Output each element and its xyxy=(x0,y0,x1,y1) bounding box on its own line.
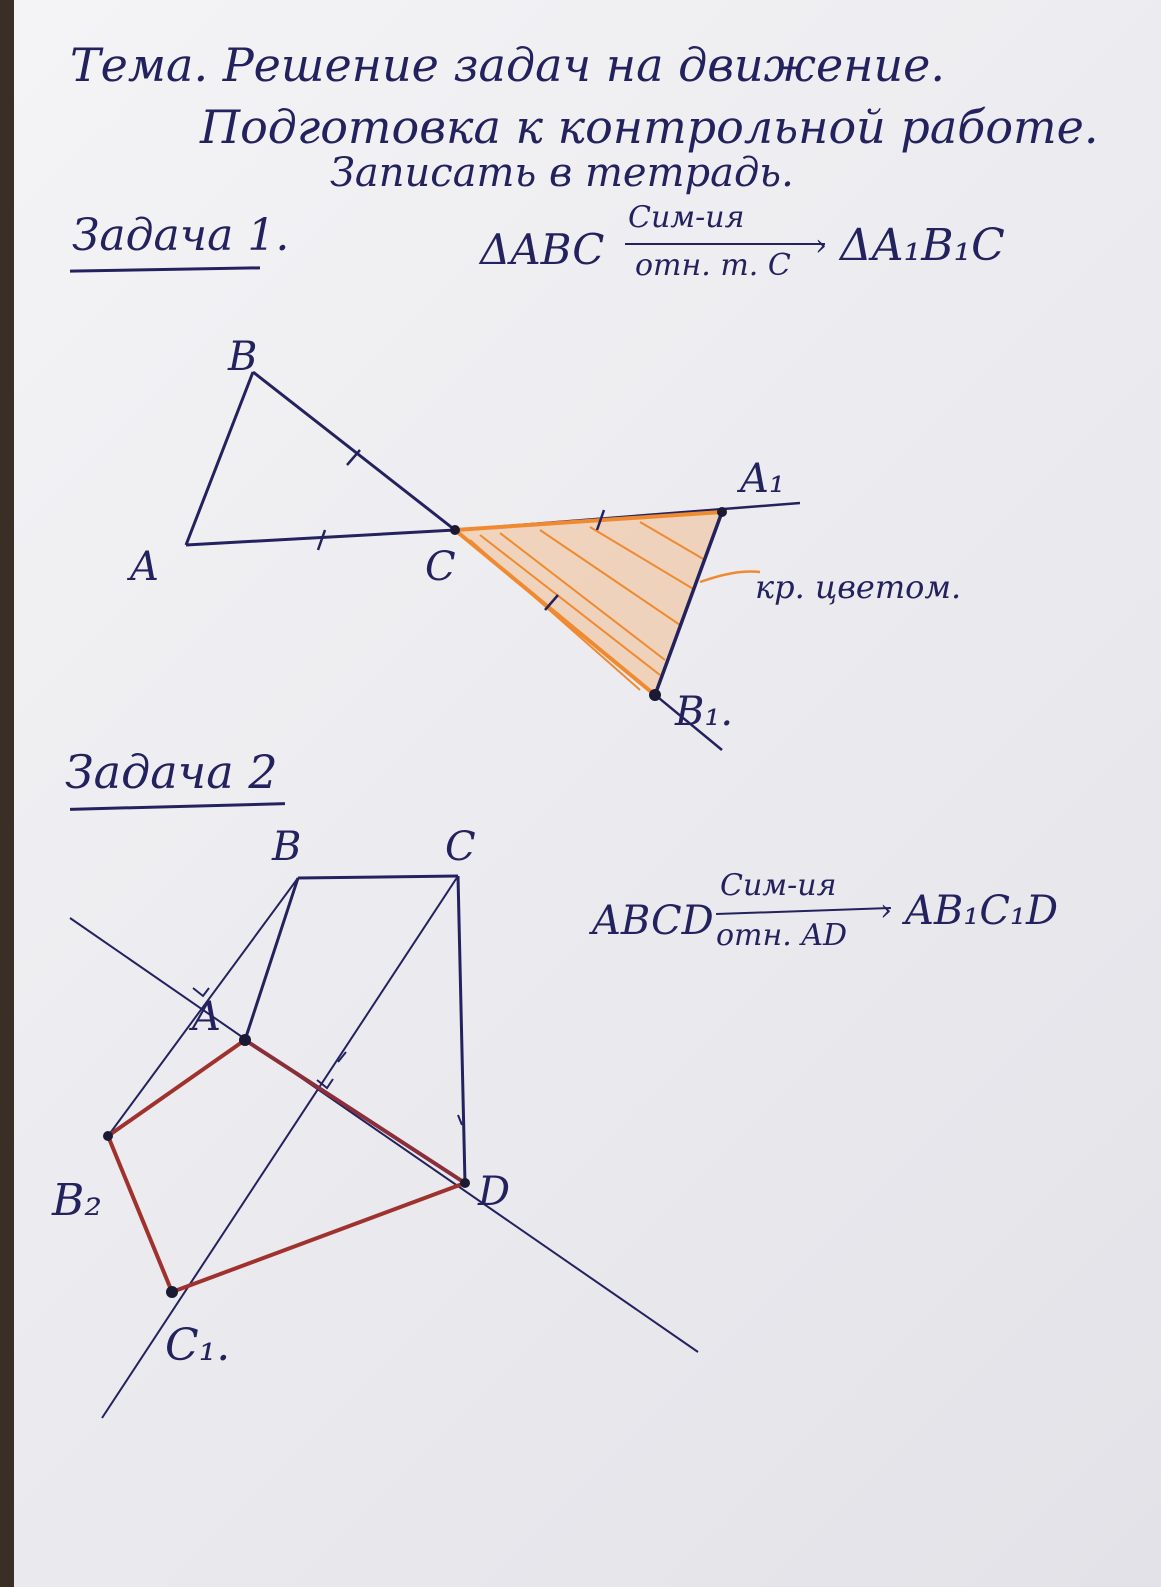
write-line: Записать в тетрадь. xyxy=(330,150,794,196)
task2-perp-C xyxy=(101,875,459,1419)
task2-point-C1 xyxy=(166,1286,178,1298)
task1-label-A: A xyxy=(126,544,159,590)
task1-note-pointer xyxy=(699,570,761,584)
task2-axis-AD xyxy=(69,917,699,1353)
task1-label-A1: A₁ xyxy=(736,456,785,502)
task1-diagram: B A C A₁ B₁. кр. цветом. xyxy=(126,334,961,751)
task1-point-A1 xyxy=(717,507,727,517)
task1-side-AB xyxy=(184,371,255,546)
task2-point-B1 xyxy=(103,1131,113,1141)
task2-perp-B xyxy=(107,877,299,1137)
task1-formula-left: ΔABC xyxy=(480,225,605,274)
task2-formula-left: ABCD xyxy=(592,898,714,944)
task1-label-B1: B₁. xyxy=(674,689,733,735)
task2-label-D: D xyxy=(477,1169,510,1215)
task1-side-CB1 xyxy=(453,528,657,697)
task1-orange-fill xyxy=(455,512,722,695)
task2-right-angle-1 xyxy=(192,987,210,998)
task2-formula-bottom: отн. AD xyxy=(716,918,848,953)
task1-point-C xyxy=(450,525,460,535)
task1-tick-2 xyxy=(316,529,327,551)
task2-label-B: B xyxy=(271,824,301,870)
task1-formula-top: Сим-ия xyxy=(628,200,745,235)
task2-label-A: A xyxy=(188,994,221,1040)
task2-formula-arrow-head: › xyxy=(880,893,892,928)
task1-label-B: B xyxy=(227,334,257,380)
task2-side-CD xyxy=(456,875,467,1184)
task2-point-A xyxy=(239,1034,251,1046)
paper-sheet xyxy=(14,0,1161,1587)
task2-side-BC xyxy=(297,874,459,880)
task1-point-B1 xyxy=(649,689,661,701)
task2-label-C: C xyxy=(445,824,476,870)
task1-title: Задача 1. xyxy=(72,210,290,261)
task2-side-AD xyxy=(243,1038,467,1185)
task2-label-B1: B₂ xyxy=(51,1175,102,1226)
task2-tick-1 xyxy=(337,1051,347,1063)
task2-tick-2 xyxy=(457,1114,463,1126)
prep-line: Подготовка к контрольной работе. xyxy=(200,100,1099,154)
task1-tick-4 xyxy=(544,594,559,611)
task1-tick-1 xyxy=(346,449,361,466)
task2-right-angle-2 xyxy=(316,1078,334,1090)
task2-reflected-figure xyxy=(106,1038,466,1294)
task2-formula-top: Сим-ия xyxy=(720,868,837,903)
task1-label-C: C xyxy=(425,544,456,590)
task1-side-BC xyxy=(252,370,456,532)
task2-formula-right: AB₁C₁D xyxy=(905,888,1059,934)
task1-side-CA1 xyxy=(454,510,723,532)
task1-side-A1B1 xyxy=(653,511,724,696)
task1-formula-arrow-head: › xyxy=(815,228,827,263)
task2-label-C1: C₁. xyxy=(165,1320,230,1371)
topic-line: Тема. Решение задач на движение. xyxy=(70,38,945,92)
task1-formula-bottom: отн. т. C xyxy=(635,248,791,283)
task2-title: Задача 2 xyxy=(65,745,278,799)
task2-point-D xyxy=(460,1178,470,1188)
task1-tick-3 xyxy=(595,509,606,531)
task1-note: кр. цветом. xyxy=(755,568,961,606)
task1-formula-arrow xyxy=(625,243,825,245)
task2-side-AB xyxy=(243,877,300,1041)
task1-side-AC xyxy=(185,528,456,547)
task1-formula-right: ΔA₁B₁C xyxy=(840,220,1005,271)
